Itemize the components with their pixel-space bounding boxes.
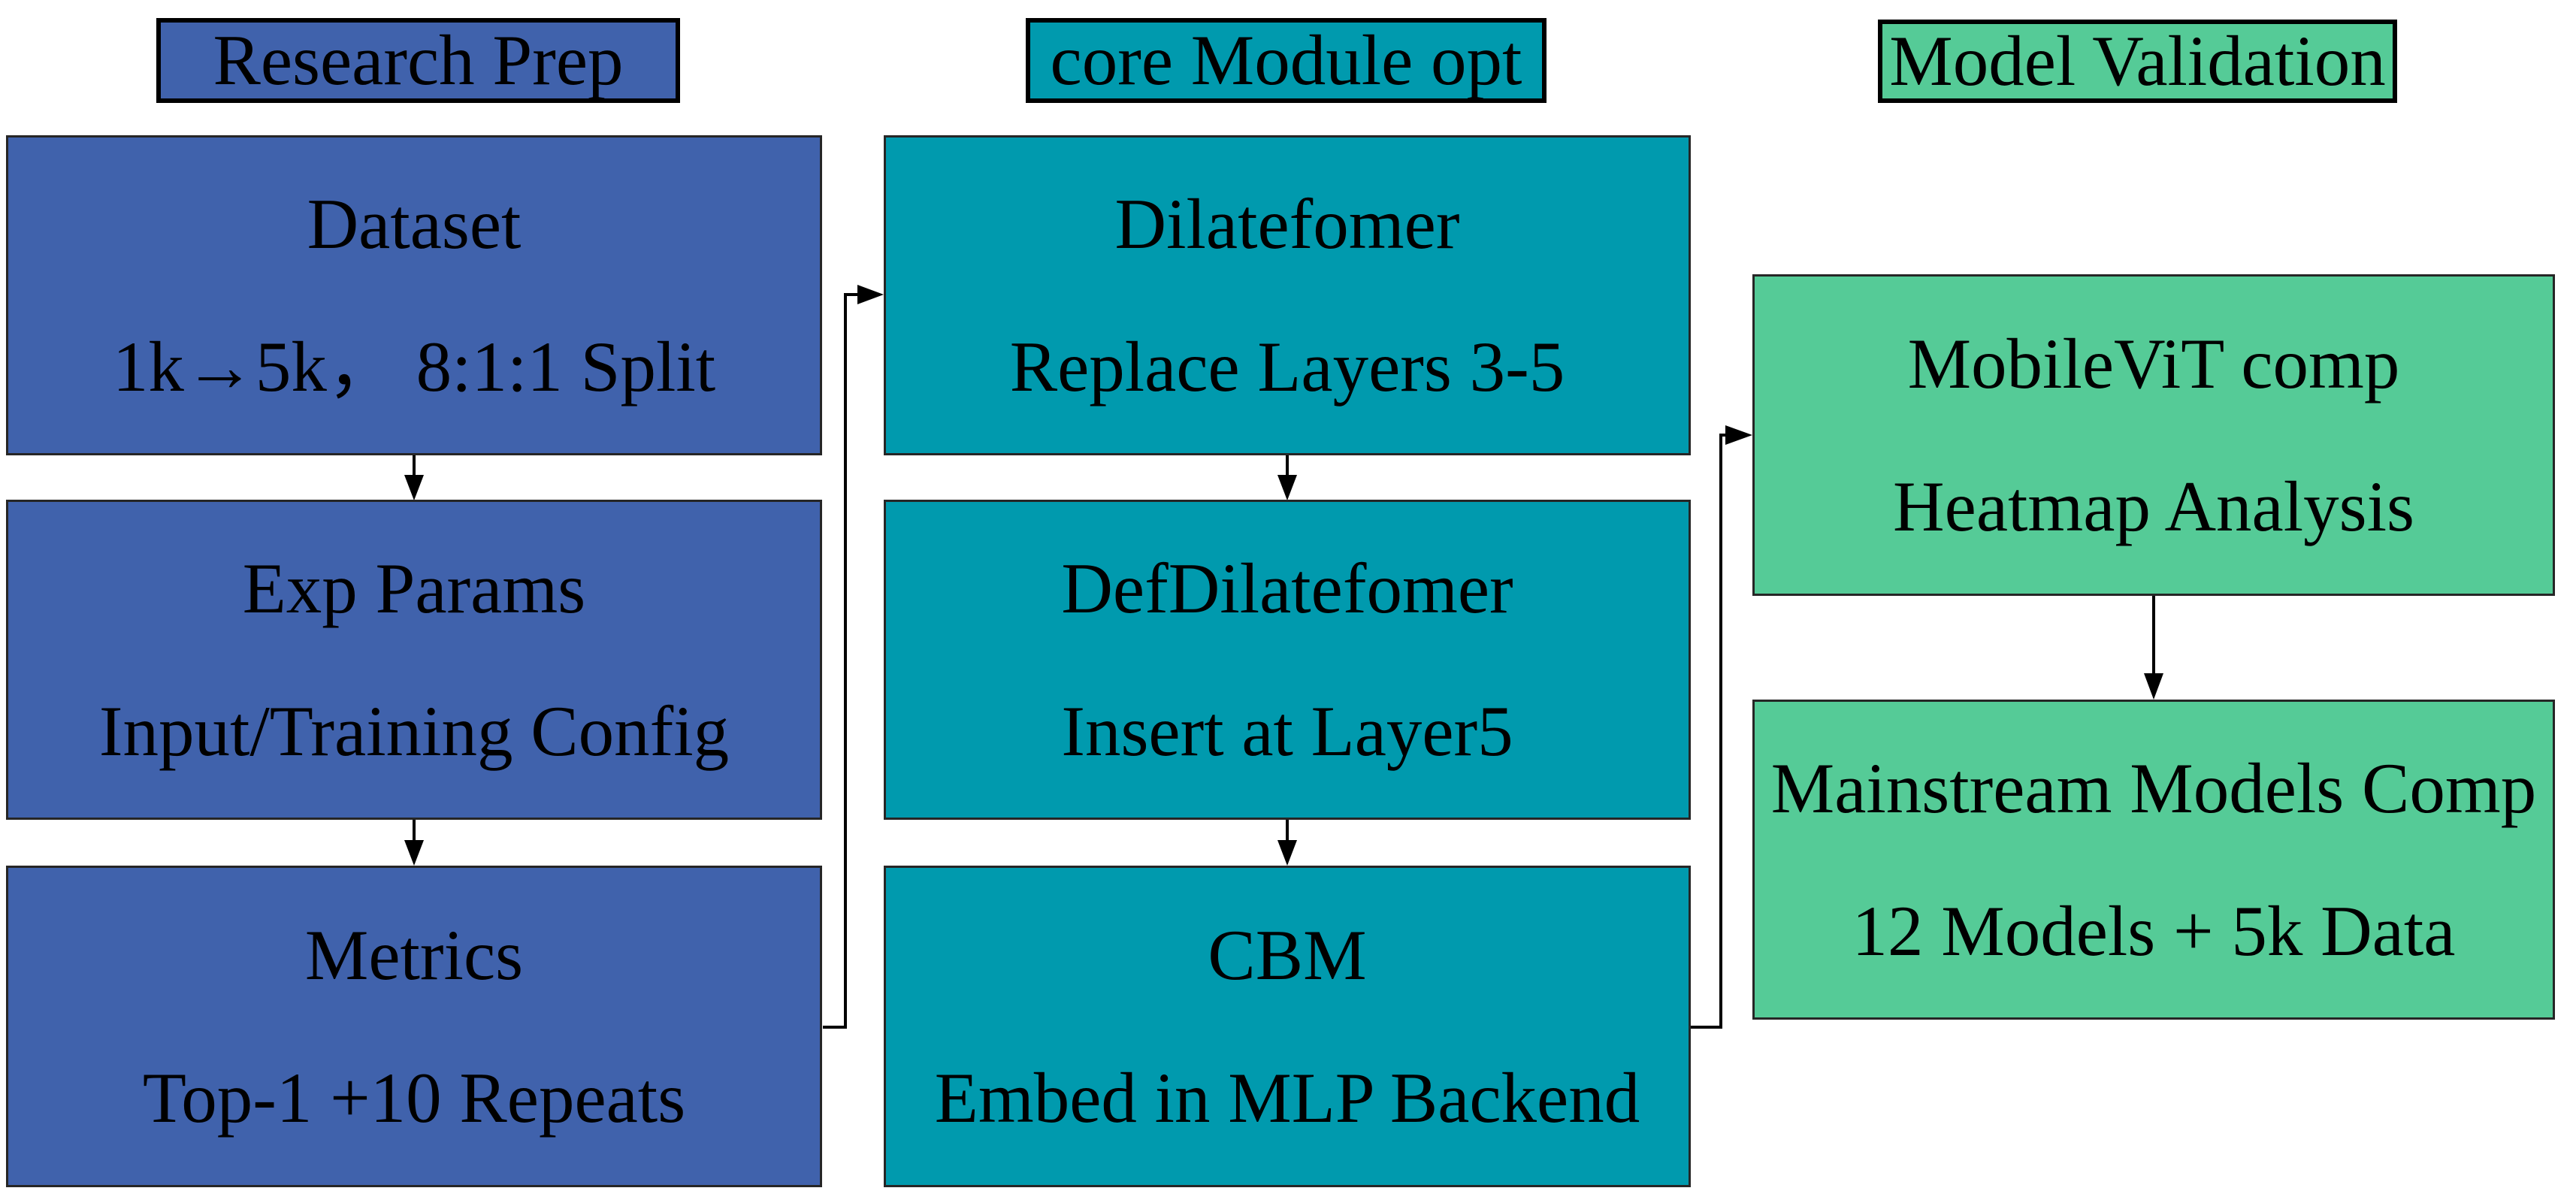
- header-model-validation: Model Validation: [1878, 20, 2397, 103]
- connector-cbm-to-mobilevit: [1691, 434, 1727, 1029]
- node-dilatefomer: Dilatefomer Replace Layers 3-5: [884, 135, 1691, 455]
- node-dataset-line1: Dataset: [307, 184, 522, 264]
- node-dataset-line2: 1k→5k， 8:1:1 Split: [112, 327, 716, 407]
- node-metrics: Metrics Top-1 +10 Repeats: [6, 866, 822, 1187]
- node-mainstream-models-comp-line2: 12 Models + 5k Data: [1852, 891, 2456, 971]
- node-mainstream-models-comp: Mainstream Models Comp 12 Models + 5k Da…: [1752, 700, 2555, 1020]
- node-dilatefomer-line1: Dilatefomer: [1114, 184, 1460, 264]
- node-mainstream-models-comp-line1: Mainstream Models Comp: [1770, 748, 2537, 828]
- node-mobilevit-comp-line2: Heatmap Analysis: [1893, 467, 2414, 546]
- node-metrics-line2: Top-1 +10 Repeats: [142, 1058, 686, 1138]
- node-cbm: CBM Embed in MLP Backend: [884, 866, 1691, 1187]
- node-exp-params-line1: Exp Params: [242, 549, 586, 628]
- arrowhead-defdilatefomer-to-cbm: [1277, 840, 1297, 866]
- header-research-prep-label: Research Prep: [213, 20, 624, 100]
- header-research-prep: Research Prep: [156, 18, 680, 103]
- arrowhead-mobilevit-to-mainstream: [2144, 673, 2163, 700]
- node-cbm-line1: CBM: [1208, 915, 1367, 995]
- header-core-module-opt: core Module opt: [1026, 18, 1547, 103]
- arrowhead-expparams-to-metrics: [404, 840, 424, 866]
- header-core-module-opt-label: core Module opt: [1050, 20, 1522, 100]
- node-mobilevit-comp: MobileViT comp Heatmap Analysis: [1752, 274, 2555, 596]
- arrowhead-cbm-to-mobilevit: [1725, 425, 1752, 445]
- node-dilatefomer-line2: Replace Layers 3-5: [1009, 327, 1565, 407]
- node-metrics-line1: Metrics: [304, 915, 524, 995]
- header-model-validation-label: Model Validation: [1889, 21, 2386, 101]
- node-exp-params: Exp Params Input/Training Config: [6, 500, 822, 820]
- arrowhead-metrics-to-dilatefomer: [857, 285, 884, 304]
- node-defdilatefomer-line2: Insert at Layer5: [1061, 691, 1513, 771]
- node-defdilatefomer: DefDilatefomer Insert at Layer5: [884, 500, 1691, 820]
- node-defdilatefomer-line1: DefDilatefomer: [1061, 549, 1513, 628]
- connector-metrics-to-dilatefomer: [823, 293, 859, 1029]
- node-dataset: Dataset 1k→5k， 8:1:1 Split: [6, 135, 822, 455]
- node-cbm-line2: Embed in MLP Backend: [934, 1058, 1640, 1138]
- node-exp-params-line2: Input/Training Config: [98, 691, 730, 771]
- node-mobilevit-comp-line1: MobileViT comp: [1907, 324, 2400, 404]
- arrowhead-dilatefomer-to-defdilatefomer: [1277, 475, 1297, 500]
- arrowhead-dataset-to-expparams: [404, 475, 424, 500]
